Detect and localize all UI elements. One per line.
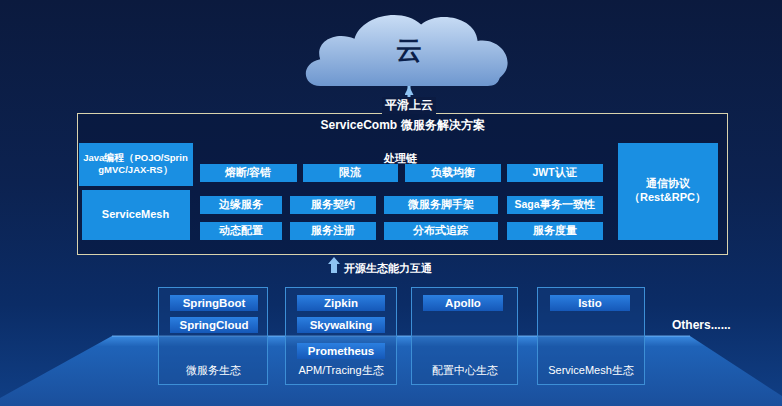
feature-box: 边缘服务: [200, 196, 282, 214]
label-text: Others......: [672, 318, 731, 332]
box-label: Skywalking: [310, 319, 373, 331]
feature-box: JWT认证: [507, 164, 603, 182]
box-label: Zipkin: [324, 297, 358, 309]
box-label: 服务契约: [311, 198, 355, 212]
group-title: ServiceComb 微服务解决方案: [320, 117, 484, 134]
box-label: Apollo: [445, 297, 481, 309]
tool-box: Prometheus: [297, 343, 385, 359]
bridge-label: 开源生态能力互通: [344, 258, 432, 276]
feature-box: 微服务脚手架: [384, 196, 498, 214]
feature-box: 服务度量: [507, 222, 603, 240]
tool-box: Skywalking: [297, 317, 385, 333]
feature-box: Saga事务一致性: [507, 196, 603, 214]
box-label: Saga事务一致性: [514, 198, 594, 212]
box-label: 边缘服务: [219, 198, 263, 212]
box-label: 熔断/容错: [225, 166, 272, 180]
box-label: 服务注册: [311, 224, 355, 238]
box-label: 微服务脚手架: [408, 198, 474, 212]
box-label: 限流: [339, 166, 361, 180]
edge-label-text: 平滑上云: [382, 97, 436, 114]
group-title: 微服务生态: [186, 363, 241, 378]
tool-box: Istio: [550, 295, 630, 311]
box-label: 通信协议（Rest&RPC）: [618, 177, 718, 205]
box-label: 服务度量: [533, 224, 577, 238]
ecosystem-group: APM/Tracing生态 ZipkinSkywalkingPrometheus: [285, 287, 397, 385]
box-label: 负载均衡: [431, 166, 475, 180]
tool-box: SpringCloud: [170, 317, 258, 333]
edge-label: 平滑上云: [382, 95, 436, 114]
others-label: Others......: [672, 315, 731, 333]
feature-box: 限流: [303, 164, 398, 182]
section-label: 处理链: [384, 148, 417, 166]
cloud-shape: 云: [298, 4, 520, 86]
box-label: 云: [396, 23, 422, 68]
feature-box: 负载均衡: [405, 164, 501, 182]
feature-box: 熔断/容错: [200, 164, 297, 182]
cloud-fill: [306, 15, 508, 86]
feature-box: 服务注册: [290, 222, 376, 240]
tool-box: Apollo: [423, 295, 503, 311]
ecosystem-group: 配置中心生态 Apollo: [411, 287, 518, 385]
box-label: ServiceMesh: [98, 208, 173, 222]
box-label: SpringCloud: [180, 319, 249, 331]
tool-box: Zipkin: [297, 295, 385, 311]
group-title: 配置中心生态: [432, 363, 498, 378]
feature-box: 动态配置: [200, 222, 282, 240]
side-box: 通信协议（Rest&RPC）: [618, 143, 718, 240]
group-title: ServiceMesh生态: [548, 363, 634, 378]
tool-box: SpringBoot: [170, 295, 258, 311]
up-arrow: [328, 257, 340, 273]
ecosystem-group: 微服务生态 SpringBootSpringCloud: [158, 287, 268, 385]
box-label: Istio: [578, 297, 602, 309]
label-text: 处理链: [384, 151, 417, 166]
side-box: Java编程（POJO/SpringMVC/JAX-RS）: [79, 143, 193, 186]
box-label: Prometheus: [308, 345, 374, 357]
box-label: Java编程（POJO/SpringMVC/JAX-RS）: [79, 152, 193, 176]
solution-frame: ServiceComb 微服务解决方案 Java编程（POJO/SpringMVC…: [77, 113, 728, 255]
box-label: 分布式追踪: [413, 224, 468, 238]
box-label: 动态配置: [219, 224, 263, 238]
side-box: ServiceMesh: [82, 190, 190, 240]
feature-box: 分布式追踪: [384, 222, 498, 240]
feature-box: 服务契约: [290, 196, 376, 214]
box-label: SpringBoot: [183, 297, 246, 309]
label-text: 开源生态能力互通: [344, 261, 432, 276]
ecosystem-group: ServiceMesh生态 Istio: [537, 287, 645, 385]
group-title: APM/Tracing生态: [298, 363, 383, 378]
box-label: JWT认证: [532, 166, 576, 180]
